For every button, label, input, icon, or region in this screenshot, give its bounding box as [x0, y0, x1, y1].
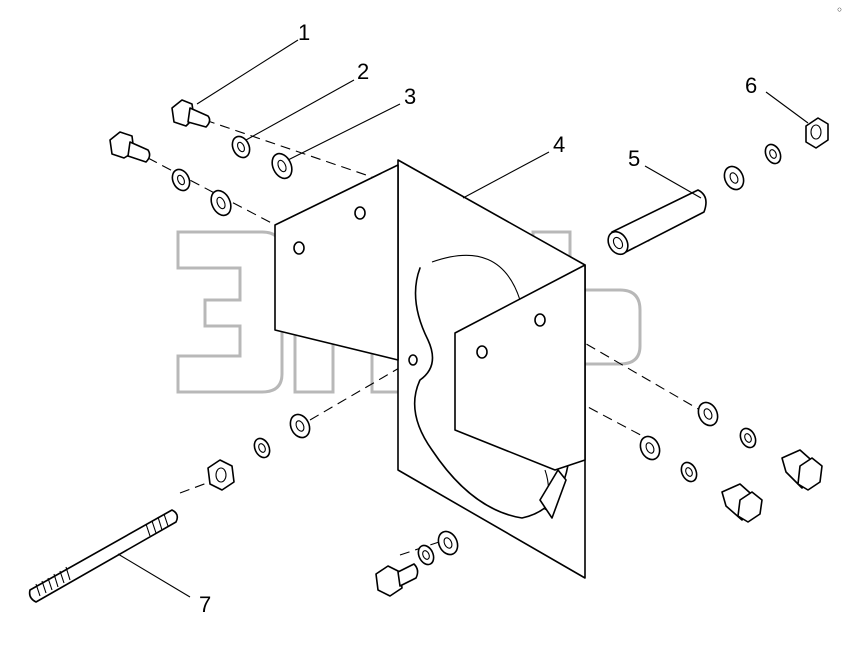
callout-6: 6 — [745, 73, 757, 98]
bottom-fasteners — [375, 530, 459, 597]
bracket-tab — [454, 264, 586, 471]
leader-lines — [117, 39, 809, 598]
callout-1: 1 — [298, 20, 310, 45]
threaded-rod-7 — [28, 509, 179, 603]
bolt-1 — [171, 99, 211, 128]
nut-6 — [723, 117, 829, 191]
callout-3: 3 — [404, 84, 416, 109]
callout-labels: 1 2 3 4 5 6 7 — [199, 20, 757, 617]
bolt-left — [109, 131, 151, 163]
callout-5: 5 — [628, 146, 640, 171]
washers-top — [171, 135, 293, 217]
left-lower-fasteners — [207, 413, 311, 491]
right-fasteners — [639, 401, 823, 523]
callout-7: 7 — [199, 592, 211, 617]
pin-5 — [607, 189, 707, 256]
callout-4: 4 — [553, 132, 565, 157]
callout-2: 2 — [357, 59, 369, 84]
corner-glyph: ◦ — [836, 3, 843, 17]
